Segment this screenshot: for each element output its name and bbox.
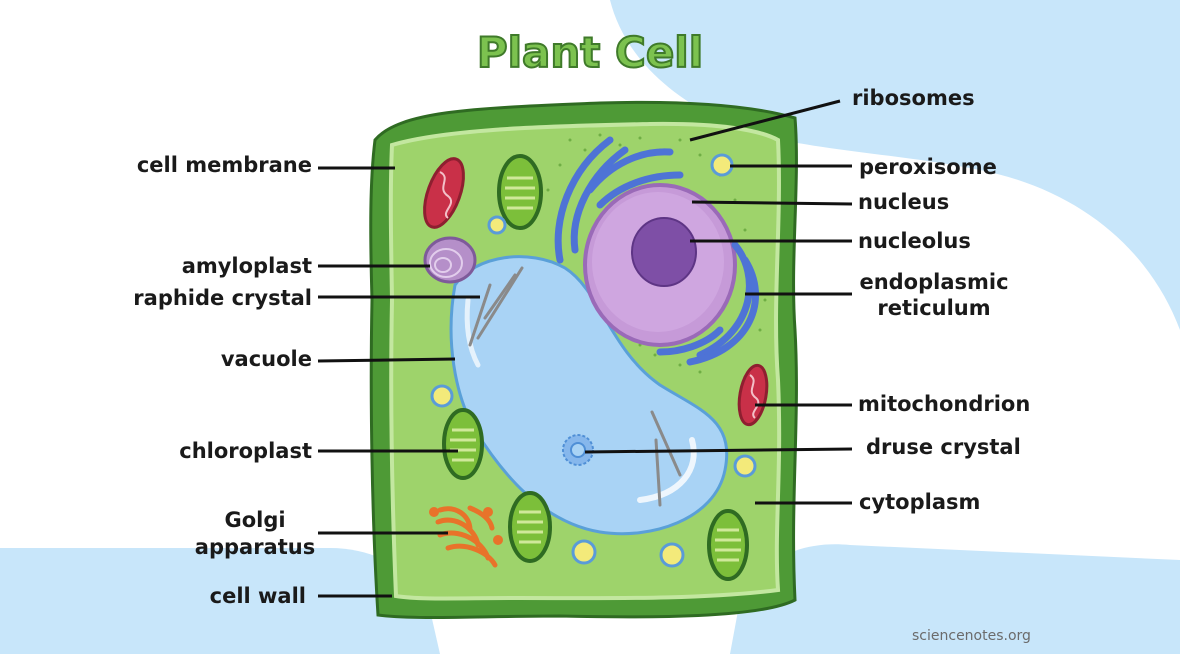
chloroplast-bottom [508,491,552,563]
label-er-line1: endoplasmic [859,270,1009,294]
label-peroxisome: peroxisome [859,155,997,179]
leader-ribosomes [689,99,841,142]
chloroplast-top [497,154,543,230]
label-mitochondrion: mitochondrion [858,392,1031,416]
mitochondrion-right [737,363,769,427]
amyloplast [423,236,477,284]
peroxisome [430,153,757,568]
label-golgi-line2: apparatus [194,535,316,559]
label-amyloplast: amyloplast [181,254,312,278]
background-blob-bottom-left [0,548,440,654]
druse-crystal [562,434,594,466]
label-ribosomes: ribosomes [852,86,975,110]
label-druse-crystal: druse crystal [866,435,1021,459]
golgi-apparatus [429,505,503,568]
chloroplast-bottom-right [707,509,749,581]
label-golgi-line1: Golgi [224,508,286,532]
label-cell-wall: cell wall [209,584,306,608]
label-nucleus: nucleus [858,190,950,214]
diagram-title: Plant Cell [476,27,704,78]
label-er-line2: reticulum [877,296,991,320]
label-vacuole: vacuole [220,347,312,371]
label-cytoplasm: cytoplasm [859,490,981,514]
leader-nucleus [691,200,853,206]
leader-druse-crystal [584,447,853,454]
label-cell-membrane: cell membrane [136,153,312,177]
mitochondrion-top-left [423,157,465,229]
label-nucleolus: nucleolus [858,229,971,253]
label-raphide-crystal: raphide crystal [133,286,312,310]
endoplasmic-reticulum [554,136,759,366]
vacuole-highlight-left [464,297,481,368]
background-blob-top-right [610,0,1180,330]
leader-vacuole [317,357,456,363]
raphide-crystal [468,266,524,347]
label-chloroplast: chloroplast [179,439,312,463]
credit-text: sciencenotes.org [912,628,1031,644]
leader-lines [317,99,853,598]
background-blob-bottom-right [730,544,1180,654]
nucleolus [631,217,697,287]
chloroplast-left [442,408,484,480]
